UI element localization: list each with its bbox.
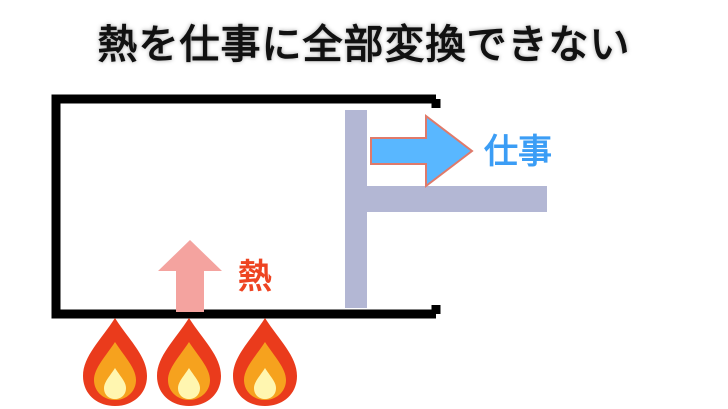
diagram-title: 熱を仕事に全部変換できない: [97, 22, 631, 68]
flame-icon: [83, 318, 147, 406]
work-arrow: [370, 113, 474, 189]
cylinder-outline: [51, 94, 436, 319]
piston-rod: [367, 186, 547, 212]
flame-icon: [233, 318, 297, 406]
flame-icon: [157, 318, 221, 406]
piston-head: [345, 110, 367, 308]
heat-label: 熱: [238, 257, 272, 297]
work-label: 仕事: [484, 132, 552, 172]
heat-arrow: [158, 240, 222, 312]
